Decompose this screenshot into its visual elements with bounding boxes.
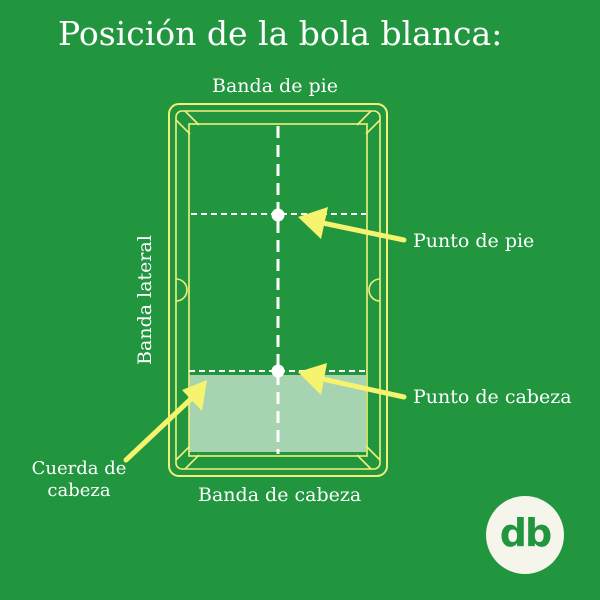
head-spot-label: Punto de cabeza (413, 386, 572, 408)
page-title: Posición de la bola blanca: (58, 14, 503, 53)
foot-rail-label: Banda de pie (212, 75, 338, 97)
head-string-arrow (123, 380, 207, 463)
table-surface (188, 123, 368, 457)
table-outer-frame (168, 103, 388, 477)
head-string-label: Cuerda de cabeza (31, 458, 127, 501)
head-spot (271, 364, 285, 378)
pocket-bottom-right (356, 445, 381, 470)
foot-spot-arrow (298, 207, 407, 243)
pocket-side-right (368, 278, 381, 302)
pocket-top-left (175, 110, 200, 135)
logo-text: db (499, 511, 552, 555)
head-rail-label: Banda de cabeza (198, 484, 362, 506)
pocket-side-left (175, 278, 188, 302)
logo: db (486, 496, 564, 574)
foot-spot (271, 208, 285, 222)
table-rail-edge (175, 110, 381, 470)
pocket-bottom-left (175, 445, 200, 470)
foot-spot-label: Punto de pie (413, 230, 535, 252)
pocket-top-right (356, 110, 381, 135)
head-spot-arrow (298, 363, 407, 400)
